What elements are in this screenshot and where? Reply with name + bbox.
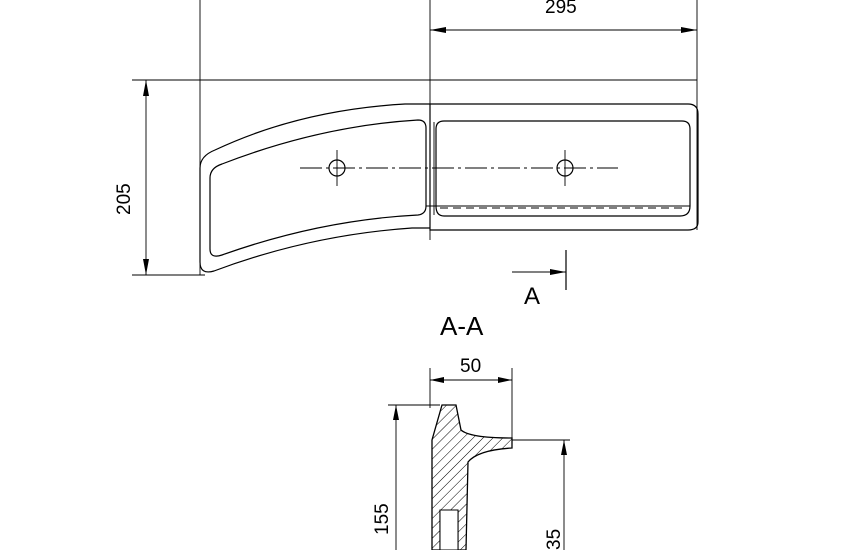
- part-outline: [199, 103, 699, 273]
- web-core: [439, 509, 459, 550]
- dimension-50: 50: [429, 356, 513, 440]
- dimension-50-label: 50: [460, 356, 481, 377]
- dimension-295: 295: [430, 0, 697, 33]
- dimension-295-label: 295: [545, 0, 577, 18]
- right-pocket-outline: [435, 120, 691, 217]
- section-title: A-A: [440, 311, 484, 341]
- hole-left: [328, 150, 346, 186]
- dimension-205-label: 205: [114, 183, 135, 215]
- dimension-35: 35: [512, 439, 570, 550]
- section-view: 50 155 35: [372, 356, 570, 550]
- dimension-155-label: 155: [372, 503, 393, 535]
- section-marker-label: A: [524, 283, 540, 310]
- dimension-35-label: 35: [544, 529, 565, 550]
- section-marker: A: [512, 250, 567, 310]
- dimension-205: 205: [114, 80, 149, 275]
- top-view: 295 205: [114, 0, 699, 310]
- hole-right: [556, 150, 574, 186]
- left-pocket-outline: [209, 119, 427, 257]
- dimension-155: 155: [372, 404, 440, 550]
